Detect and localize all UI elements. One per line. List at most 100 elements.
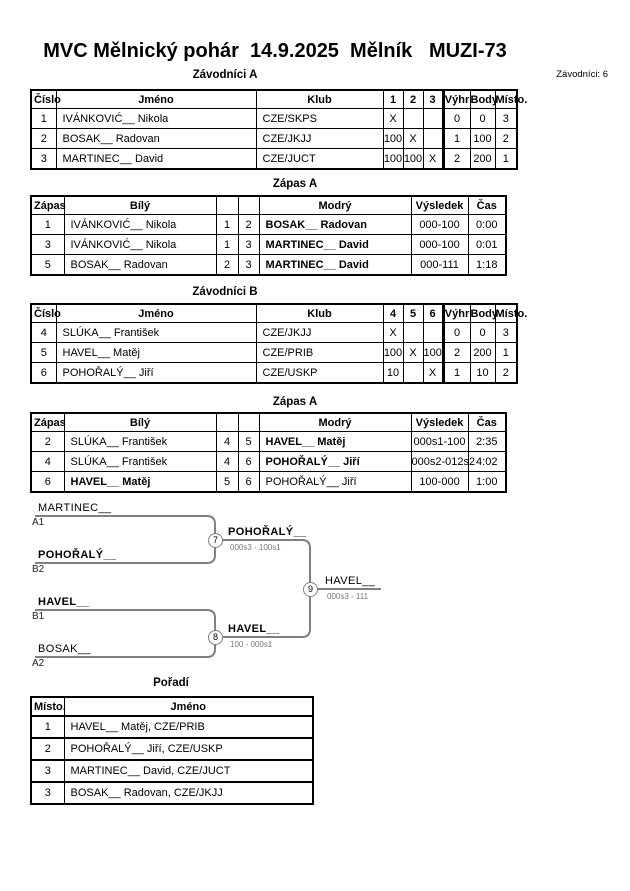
competitor-club: CZE/PRIB: [255, 342, 384, 363]
white-number: 5: [215, 471, 239, 493]
table-header-row: Číslo Jméno Klub 4 5 6 Výhr Body Místo.: [30, 303, 527, 323]
blue-number: 3: [237, 254, 260, 276]
bracket-match-score: 100 - 000s1: [230, 640, 273, 649]
match-row: 6 HAVEL__ Matěj 5 6 POHOŘALÝ__ Jiří 100-…: [30, 471, 507, 493]
bracket-final-winner: HAVEL__: [325, 575, 376, 587]
blue-competitor: POHOŘALÝ__ Jiří: [258, 451, 412, 472]
wins-cell: 1: [441, 362, 471, 384]
bracket-match-node-9: 9: [303, 582, 318, 597]
bracket-entry-seed: B1: [32, 611, 45, 622]
competitor-club: CZE/JKJJ: [255, 128, 384, 149]
match-row: 1 IVÁNKOVIĆ__ Nikola 1 2 BOSAK__ Radovan…: [30, 214, 507, 235]
col-header-modry: Modrý: [258, 412, 412, 432]
competitor-club: CZE/JUCT: [255, 148, 384, 170]
section-title-poradi: Pořadí: [153, 677, 189, 689]
col-header-modry: Modrý: [258, 195, 412, 215]
place-cell: 2: [494, 128, 518, 149]
bracket-entry-name: POHOŘALÝ__: [38, 549, 117, 561]
col-header-body: Body: [469, 89, 498, 109]
competitor-name: MARTINEC__ David: [55, 148, 257, 170]
competitor-name: BOSAK__ Radovan: [55, 128, 257, 149]
competitor-row: 5 HAVEL__ Matěj CZE/PRIB 100 X 100 2 200…: [30, 342, 518, 363]
ranking-row: 3 MARTINEC__ David, CZE/JUCT: [30, 759, 314, 783]
bracket-match-node-8: 8: [208, 630, 223, 645]
ranking-name: MARTINEC__ David, CZE/JUCT: [63, 759, 314, 783]
competitor-name: HAVEL__ Matěj: [55, 342, 257, 363]
bracket-entry-name: MARTINEC__: [38, 502, 112, 514]
competitor-row: 2 BOSAK__ Radovan CZE/JKJJ 100 X 1 100 2: [30, 128, 518, 149]
bracket-match-node-7: 7: [208, 533, 223, 548]
table-zavodnici-a: Číslo Jméno Klub 1 2 3 Výhr Body Místo. …: [30, 89, 527, 170]
points-cell: 200: [469, 148, 496, 170]
competitor-club: CZE/JKJJ: [255, 322, 384, 343]
points-cell: 10: [469, 362, 496, 384]
match-time: 1:18: [467, 254, 507, 276]
col-header-jmeno: Jméno: [63, 696, 314, 717]
blue-competitor: POHOŘALÝ__ Jiří: [258, 471, 412, 493]
match-result: 000s1-100: [410, 431, 469, 452]
result-cell-1: 100: [382, 128, 404, 149]
blue-competitor: MARTINEC__ David: [258, 234, 412, 255]
col-header-cislo: Číslo: [30, 303, 61, 323]
points-cell: 100: [469, 128, 496, 149]
bracket-match-winner: HAVEL__: [228, 623, 280, 635]
result-cell-6: 100: [422, 342, 444, 363]
section-title-zapas-a2: Zápas A: [272, 396, 318, 408]
match-time: 0:01: [467, 234, 507, 255]
section-title-zapas-a1: Zápas A: [272, 178, 318, 190]
white-competitor: IVÁNKOVIĆ__ Nikola: [63, 234, 217, 255]
place-cell: 1: [494, 342, 518, 363]
white-competitor: HAVEL__ Matěj: [63, 471, 217, 493]
white-competitor: SLÚKA__ František: [63, 451, 217, 472]
wins-cell: 2: [441, 148, 471, 170]
match-time: 1:00: [467, 471, 507, 493]
match-time: 2:35: [467, 431, 507, 452]
bracket-entry-seed: A1: [32, 517, 45, 528]
match-result: 000-100: [410, 234, 469, 255]
ranking-row: 2 POHOŘALÝ__ Jiří, CZE/USKP: [30, 737, 314, 761]
competitor-row: 4 SLÚKA__ František CZE/JKJJ X 0 0 3: [30, 322, 518, 343]
section-title-zavodnici-b: Závodníci B: [192, 286, 258, 298]
competitors-count-note: Závodníci: 6: [556, 69, 608, 80]
match-time: 4:02: [467, 451, 507, 472]
match-row: 4 SLÚKA__ František 4 6 POHOŘALÝ__ Jiří …: [30, 451, 507, 472]
place-cell: 1: [494, 148, 518, 170]
competitor-row: 6 POHOŘALÝ__ Jiří CZE/USKP 10 X 1 10 2: [30, 362, 518, 384]
place-cell: 2: [494, 362, 518, 384]
table-poradi: Místo. Jméno 1 HAVEL__ Matěj, CZE/PRIB 2…: [30, 696, 314, 805]
blue-competitor: MARTINEC__ David: [258, 254, 412, 276]
ranking-name: BOSAK__ Radovan, CZE/JKJJ: [63, 781, 314, 805]
page-title: MVC Mělnický pohár 14.9.2025 Mělník MUZI…: [43, 40, 507, 62]
ranking-name: POHOŘALÝ__ Jiří, CZE/USKP: [63, 737, 314, 761]
bracket-entry-name: HAVEL__: [38, 596, 90, 608]
result-cell-2: 100: [402, 148, 424, 170]
competitor-row: 3 MARTINEC__ David CZE/JUCT 100 100 X 2 …: [30, 148, 518, 170]
bracket-final-score: 000s3 - 111: [327, 592, 369, 601]
competitor-name: POHOŘALÝ__ Jiří: [55, 362, 257, 384]
table-header-row: Místo. Jméno: [30, 696, 314, 717]
match-result: 000s2-012s2: [410, 451, 475, 472]
white-competitor: BOSAK__ Radovan: [63, 254, 217, 276]
bracket-match-winner: POHOŘALÝ__: [228, 526, 307, 538]
place-cell: 3: [494, 322, 518, 343]
col-header-misto: Místo.: [30, 696, 66, 717]
table-zavodnici-b: Číslo Jméno Klub 4 5 6 Výhr Body Místo. …: [30, 303, 527, 384]
result-cell-4: 10: [382, 362, 404, 384]
bracket-match-score: 000s3 - 100s1: [230, 543, 281, 552]
table-zapas-a2: Zápas Bílý Modrý Výsledek Čas 2 SLÚKA__ …: [30, 412, 507, 493]
table-header-row: Číslo Jméno Klub 1 2 3 Výhr Body Místo.: [30, 89, 527, 109]
match-time: 0:00: [467, 214, 507, 235]
ranking-row: 3 BOSAK__ Radovan, CZE/JKJJ: [30, 781, 314, 805]
bracket-entry-name: BOSAK__: [38, 643, 91, 655]
match-row: 3 IVÁNKOVIĆ__ Nikola 1 3 MARTINEC__ Davi…: [30, 234, 507, 255]
match-result: 100-000: [410, 471, 469, 493]
bracket-entry-seed: B2: [32, 564, 45, 575]
table-header-row: Zápas Bílý Modrý Výsledek Čas: [30, 412, 507, 432]
match-result: 000-111: [410, 254, 469, 276]
bracket-entry-seed: A2: [32, 658, 45, 669]
section-title-zavodnici-a: Závodníci A: [192, 69, 258, 81]
white-competitor: SLÚKA__ František: [63, 431, 217, 452]
match-row: 5 BOSAK__ Radovan 2 3 MARTINEC__ David 0…: [30, 254, 507, 276]
